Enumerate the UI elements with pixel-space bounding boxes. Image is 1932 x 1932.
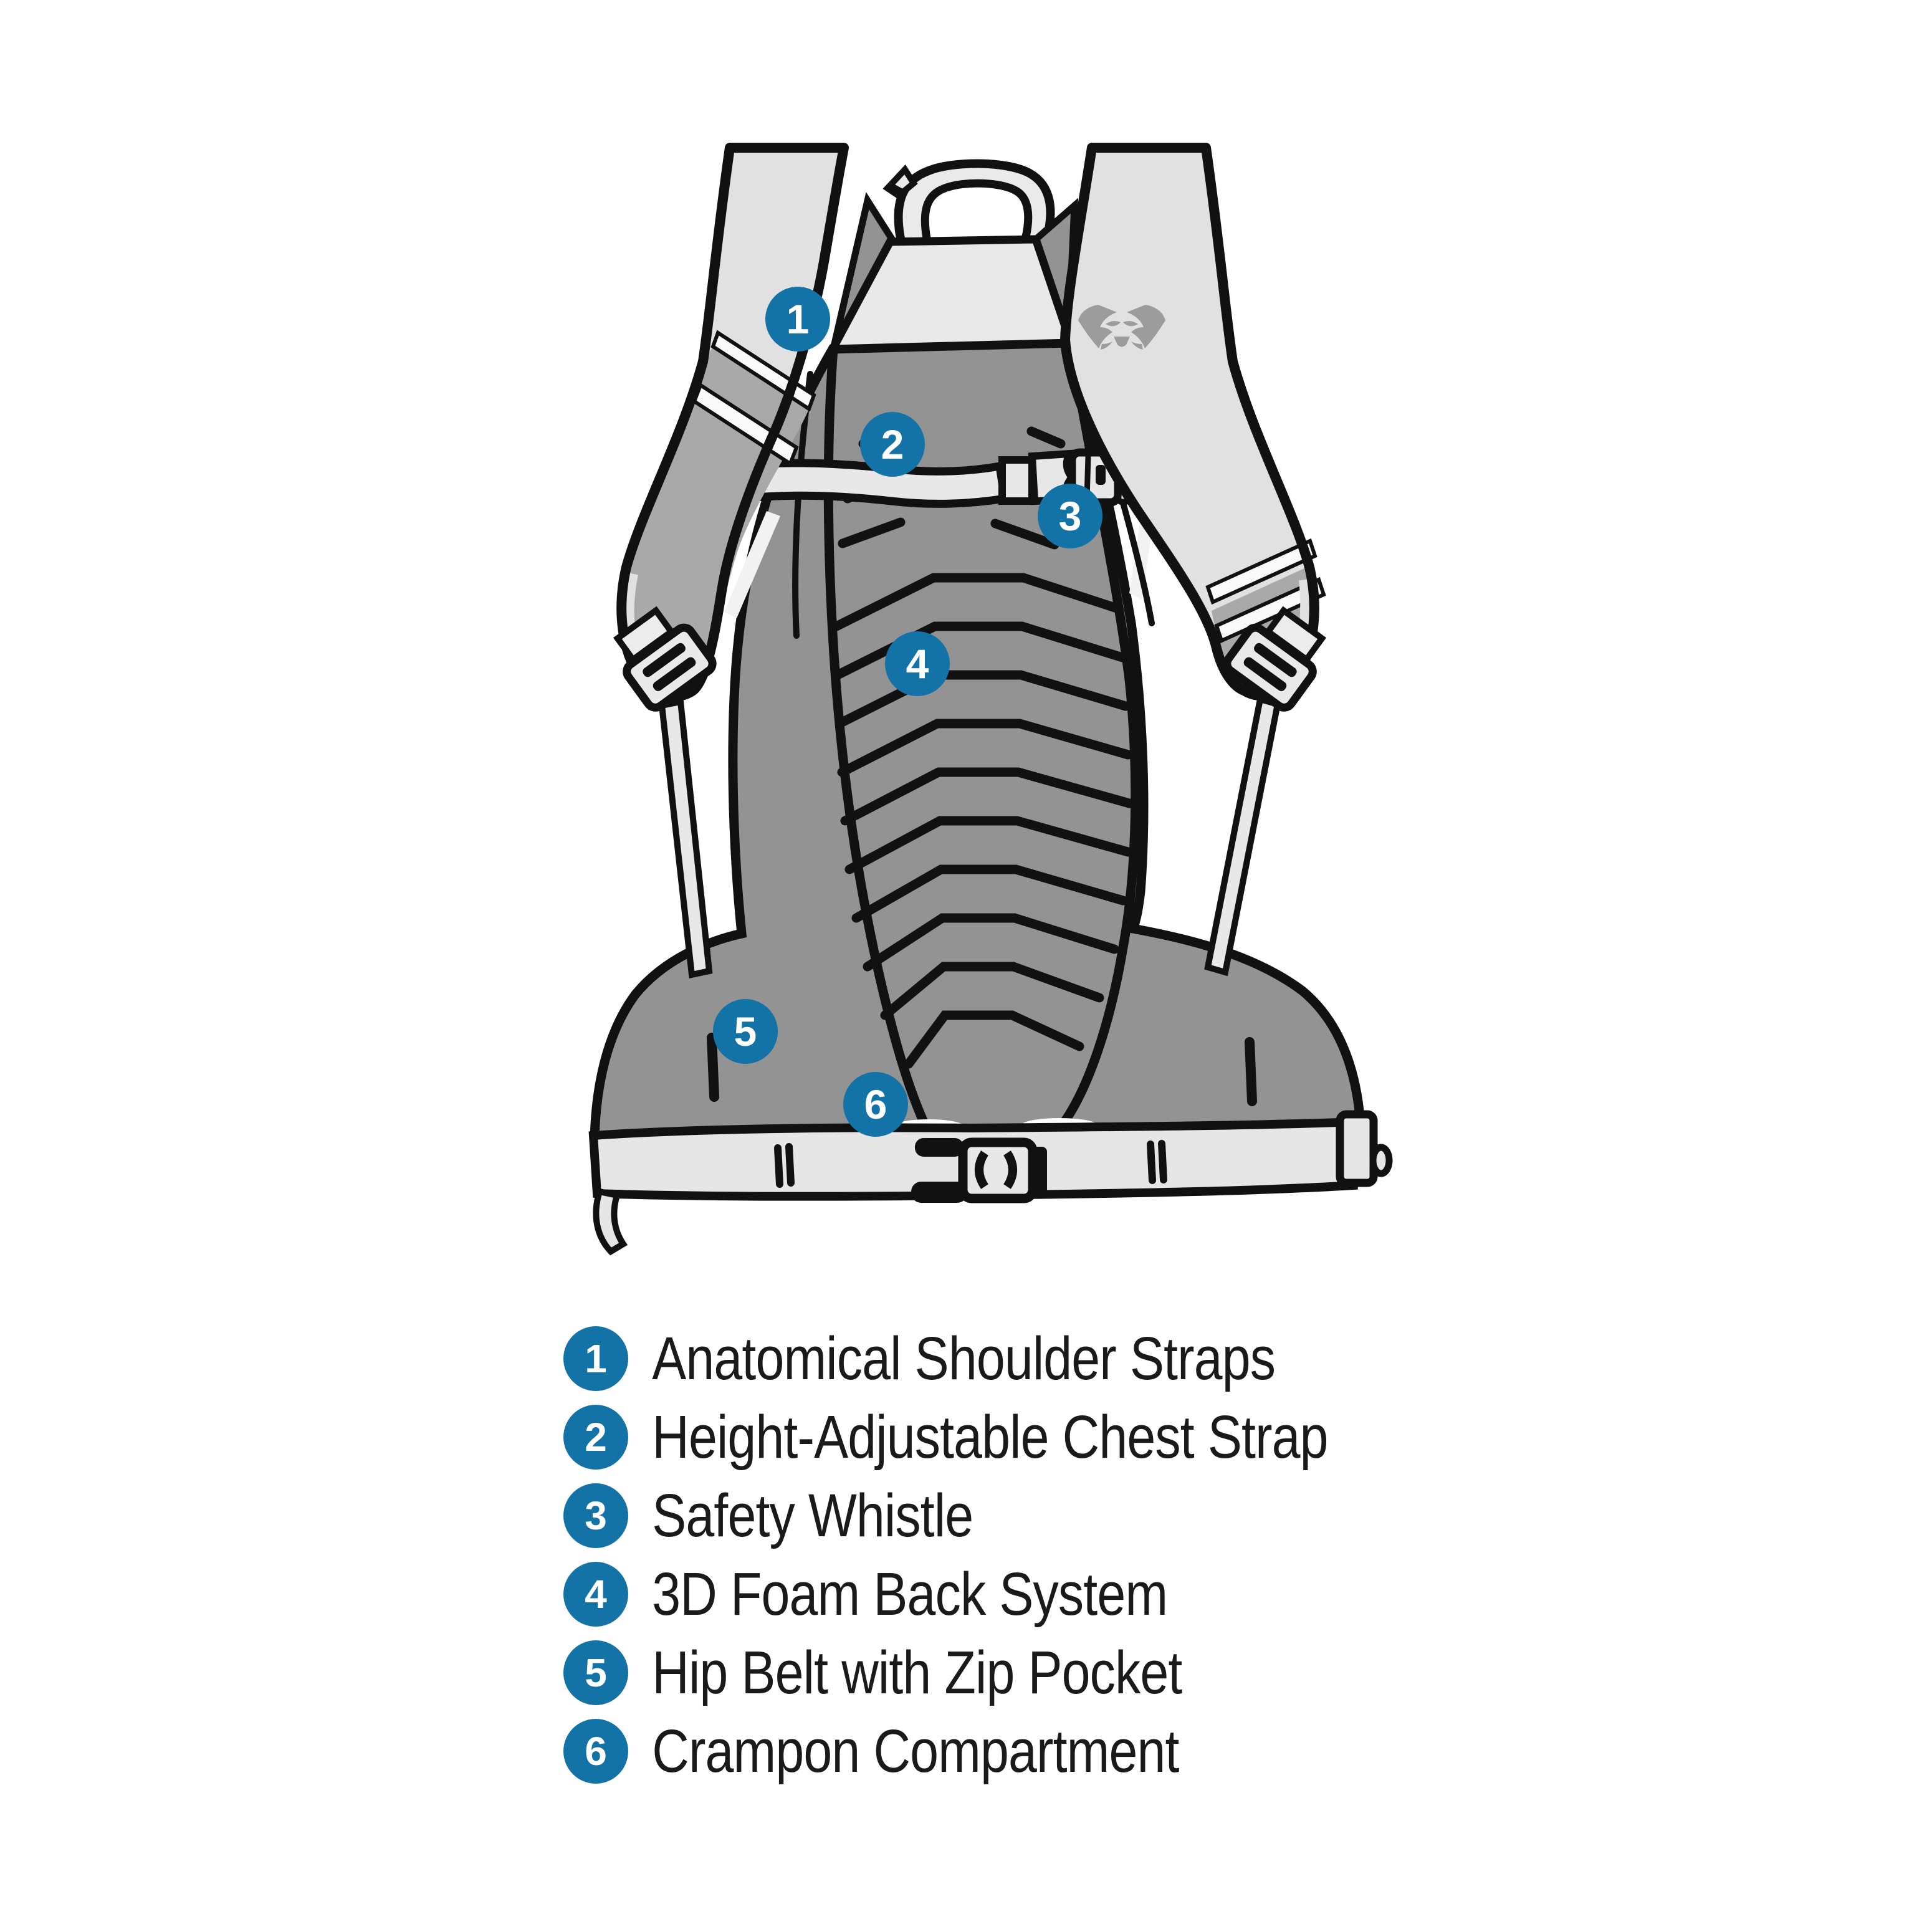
callout-marker-6: 6 <box>843 1072 908 1137</box>
belt-right-adjuster-icon <box>1336 1110 1393 1187</box>
svg-text:6: 6 <box>864 1081 887 1127</box>
legend-item: 4 3D Foam Back System <box>563 1560 1451 1628</box>
left-strap-buckle-icon <box>613 606 717 712</box>
right-shoulder-strap <box>1060 143 1327 712</box>
legend-label-5: Hip Belt with Zip Pocket <box>652 1638 1182 1706</box>
legend-label-6: Crampon Compartment <box>652 1717 1179 1785</box>
legend-badge-5: 5 <box>563 1640 628 1705</box>
right-strap-buckle-icon <box>1223 606 1327 712</box>
legend-label-2: Height-Adjustable Chest Strap <box>652 1403 1328 1471</box>
svg-text:5: 5 <box>734 1008 757 1054</box>
svg-text:4: 4 <box>906 641 929 687</box>
legend-item: 2 Height-Adjustable Chest Strap <box>563 1403 1451 1471</box>
legend-badge-2: 2 <box>563 1405 628 1470</box>
legend-label-1: Anatomical Shoulder Straps <box>652 1324 1276 1392</box>
legend-label-3: Safety Whistle <box>652 1481 973 1549</box>
hip-belt-webbing <box>588 1110 1393 1256</box>
legend-item: 3 Safety Whistle <box>563 1481 1451 1549</box>
callout-marker-5: 5 <box>713 999 778 1064</box>
callout-marker-3: 3 <box>1038 484 1102 548</box>
legend-badge-3: 3 <box>563 1483 628 1548</box>
callout-markers: 1 2 3 4 5 6 <box>713 287 1102 1137</box>
belt-left-tail <box>593 1188 628 1256</box>
svg-text:3: 3 <box>1059 493 1082 539</box>
svg-text:2: 2 <box>881 421 904 467</box>
callout-marker-1: 1 <box>765 287 830 351</box>
legend-item: 6 Crampon Compartment <box>563 1717 1451 1785</box>
legend-label-4: 3D Foam Back System <box>652 1560 1168 1628</box>
legend-badge-4: 4 <box>563 1562 628 1627</box>
left-shoulder-strap <box>613 143 849 712</box>
carry-handle-icon <box>882 159 1055 246</box>
hip-belt-buckle-icon <box>911 1137 1047 1203</box>
callout-marker-2: 2 <box>860 412 925 477</box>
callout-marker-4: 4 <box>885 631 950 696</box>
svg-text:1: 1 <box>787 296 810 342</box>
legend-item: 5 Hip Belt with Zip Pocket <box>563 1638 1451 1706</box>
feature-legend: 1 Anatomical Shoulder Straps 2 Height-Ad… <box>563 1324 1451 1797</box>
legend-badge-6: 6 <box>563 1719 628 1784</box>
dynafit-snow-leopard-logo-icon <box>1078 305 1165 350</box>
legend-badge-1: 1 <box>563 1326 628 1391</box>
legend-item: 1 Anatomical Shoulder Straps <box>563 1324 1451 1392</box>
